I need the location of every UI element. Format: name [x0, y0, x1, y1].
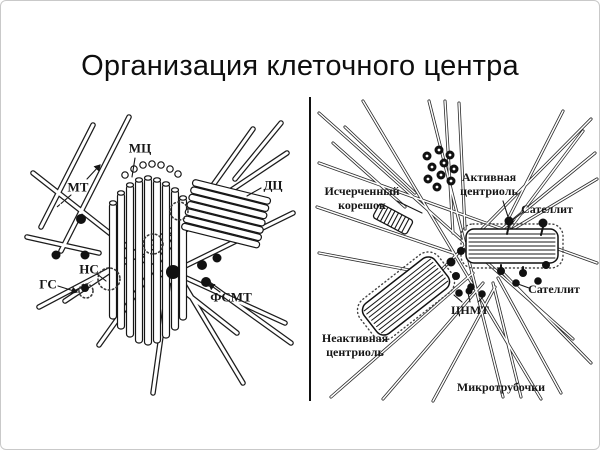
left-diagram [24, 114, 296, 396]
satellite-knobs [446, 216, 550, 298]
label-active-centriole: Активная центриоль [460, 169, 518, 198]
label-striated-rootlet: Исчерченный корешок [324, 183, 400, 212]
label-mother-centriole: МЦ [128, 140, 152, 156]
mother-centriole [108, 160, 188, 346]
label-fsmt: ФСМТ [210, 289, 252, 305]
inactive-centriole [356, 251, 456, 341]
label-microtubules: Микротрубочки [456, 379, 546, 394]
active-centriole [460, 223, 564, 269]
label-inactive-centriole: Неактивная центриоль [321, 330, 389, 359]
right-leader-lines [396, 200, 530, 303]
daughter-centriole [181, 179, 272, 249]
slide-title: Организация клеточного центра [81, 50, 519, 83]
label-cnmt: ЦНМТ [451, 302, 489, 317]
label-microtubule: МТ [67, 179, 89, 195]
label-satellite-top: Сателлит [521, 201, 573, 216]
striated-rootlet [372, 203, 414, 235]
mtoc-foci [51, 214, 222, 292]
label-gs: ГС [39, 276, 57, 292]
vesicle-cluster [422, 145, 459, 192]
label-ns: НС [79, 261, 99, 277]
label-satellite-mid: Сателлит [528, 281, 580, 296]
pericentriolar-halos [78, 201, 189, 299]
label-daughter-centriole: ДЦ [263, 177, 283, 193]
left-leader-lines [56, 157, 262, 295]
right-diagram [315, 99, 599, 403]
